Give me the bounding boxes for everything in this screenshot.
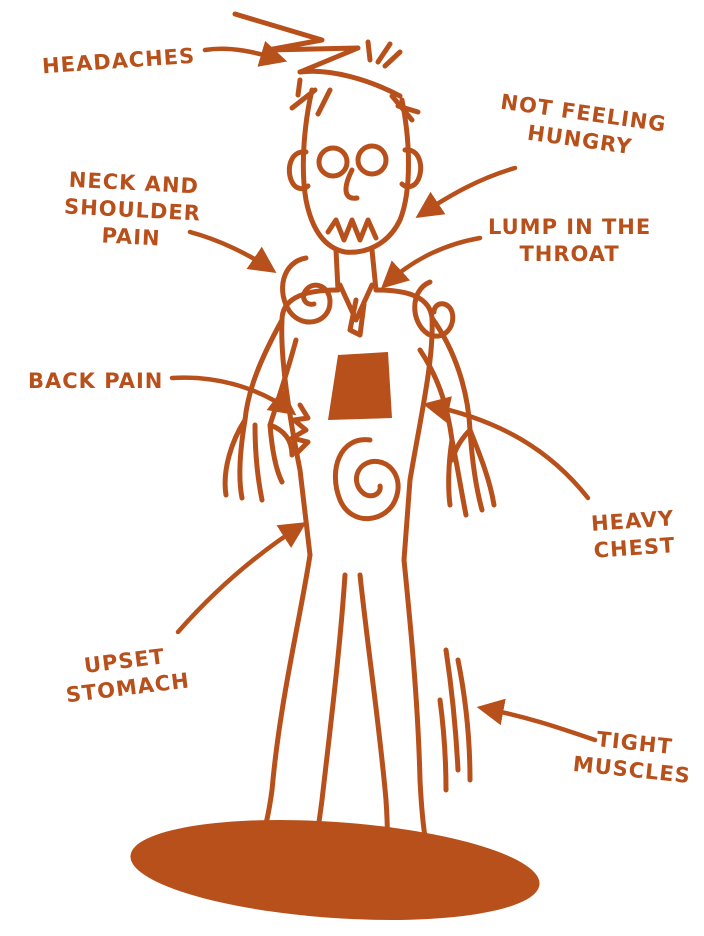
stomach-spiral [335, 440, 398, 519]
left-shoulder-spiral [283, 258, 330, 322]
right-leg [360, 560, 430, 865]
arrow-not-feeling-hungry [420, 168, 515, 215]
ground-shadow [127, 808, 543, 932]
label-back-pain: BACK PAIN [28, 368, 163, 395]
mouth [328, 220, 376, 240]
right-hand [449, 430, 494, 515]
label-lump-in-the-throat: LUMP IN THE THROAT [488, 214, 651, 268]
left-eye [319, 148, 347, 176]
nose [346, 170, 357, 198]
collar [340, 285, 372, 335]
left-hand [225, 420, 292, 500]
arrow-lump-in-the-throat [385, 238, 480, 285]
arrow-upset-stomach [178, 525, 302, 632]
lightning-bolt-icon [235, 14, 358, 72]
right-ear [402, 150, 421, 187]
label-heavy-chest: HEAVY CHEST [590, 505, 677, 565]
hair [292, 42, 418, 120]
label-neck-and-shoulder-pain: NECK AND SHOULDER PAIN [62, 166, 203, 254]
heavy-chest-block [328, 352, 392, 420]
left-leg [258, 555, 345, 860]
right-eye [358, 146, 386, 174]
muscle-tension-lines [440, 650, 470, 790]
arrow-neck-and-shoulder-pain [190, 232, 272, 270]
